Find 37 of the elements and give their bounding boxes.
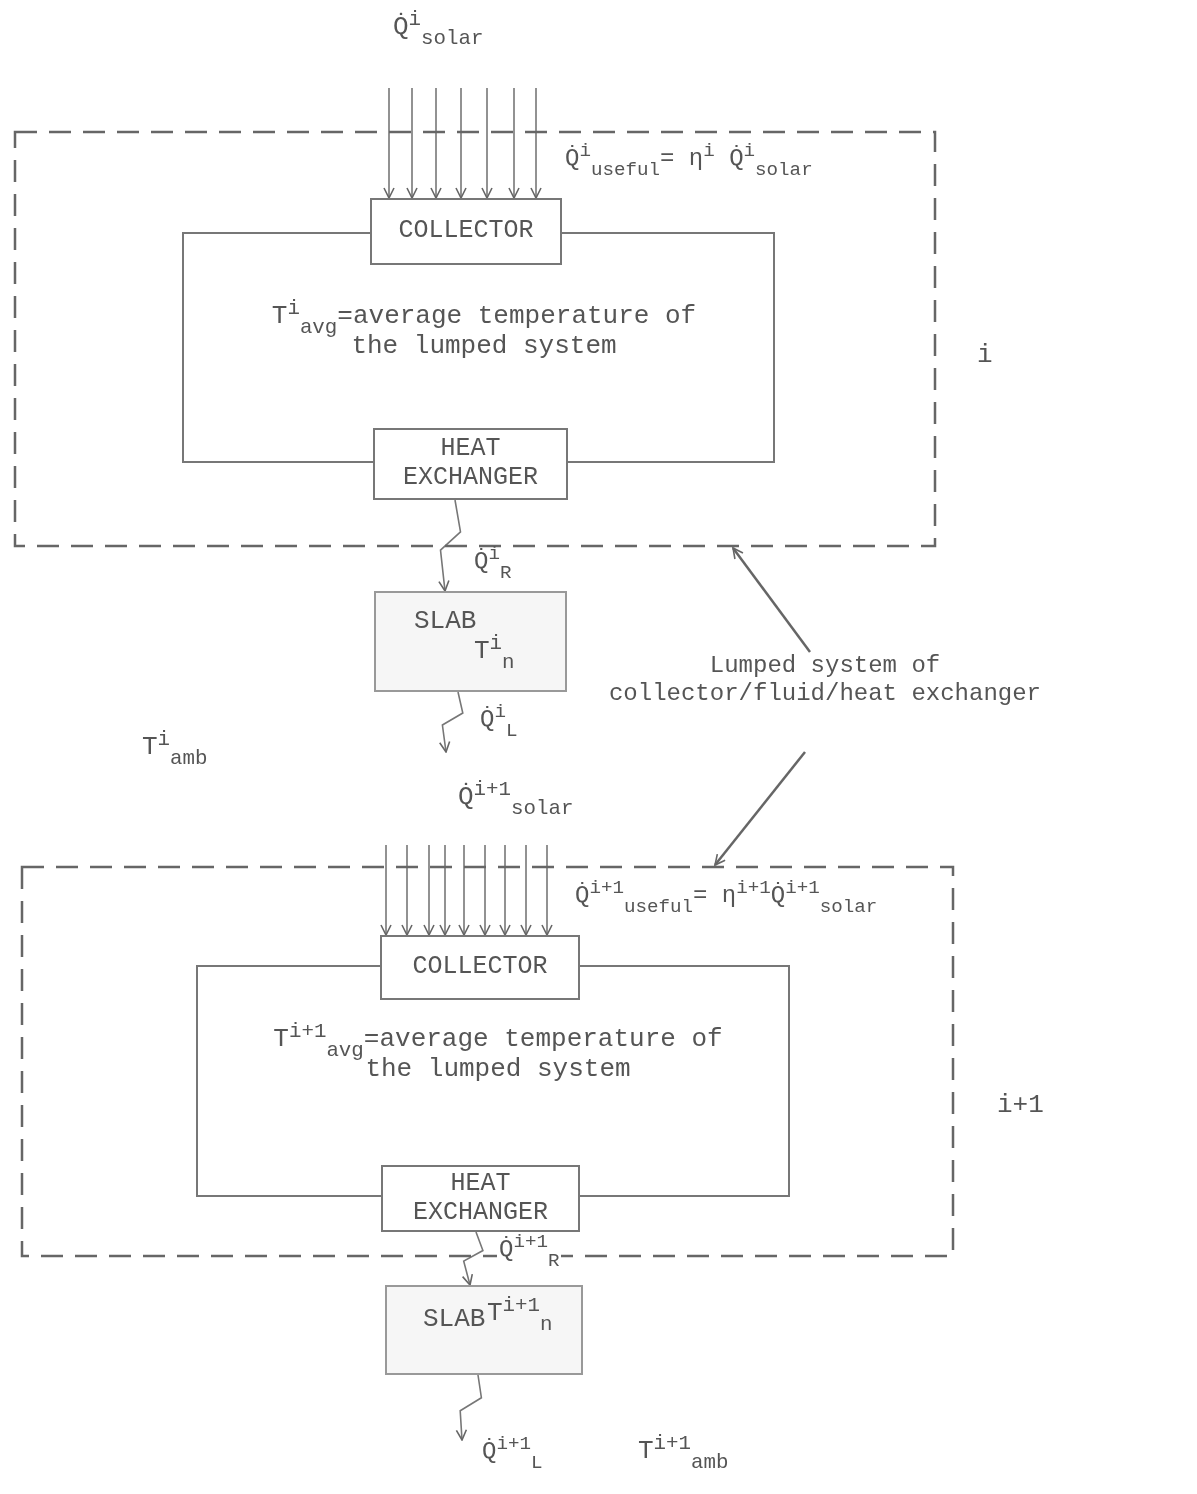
slab-label: SLAB [414, 607, 477, 637]
component-box [370, 198, 562, 265]
component-box [381, 1165, 580, 1232]
heat-flow-arrow [438, 691, 464, 753]
component-label: HEAT EXCHANGER [412, 1169, 549, 1228]
solar-radiation-arrow [479, 844, 491, 936]
solar-radiation-arrow [423, 844, 435, 936]
heat-flow-arrow [455, 1374, 483, 1441]
region-index-label: i [977, 340, 993, 372]
solar-radiation-arrow [499, 844, 511, 936]
solar-radiation-arrow [439, 844, 451, 936]
component-label: HEAT EXCHANGER [402, 435, 539, 493]
solar-radiation-arrow [481, 87, 493, 199]
solar-radiation-arrow [520, 844, 532, 936]
component-box [380, 935, 580, 1000]
solar-radiation-arrow [455, 87, 467, 199]
component-label: COLLECTOR [398, 217, 534, 246]
solar-radiation-arrow [508, 87, 520, 199]
solar-radiation-arrow [430, 87, 442, 199]
slab-box [374, 591, 567, 692]
solar-radiation-arrow [406, 87, 418, 199]
heat-flow-arrow [461, 1231, 484, 1286]
solar-radiation-arrow [380, 844, 392, 936]
component-label: COLLECTOR [412, 953, 548, 982]
solar-radiation-arrow [530, 87, 542, 199]
solar-radiation-arrow [383, 87, 395, 199]
region-index-label: i+1 [997, 1090, 1044, 1122]
leader-arrow [714, 751, 806, 866]
solar-radiation-arrow [458, 844, 470, 936]
leader-arrow [732, 547, 811, 653]
heat-flow-arrow [438, 499, 462, 592]
slab-label: SLAB [423, 1305, 486, 1335]
slab-box [385, 1285, 583, 1375]
component-box [373, 428, 568, 500]
annotation-text: Lumped system of collector/fluid/heat exchanger [607, 652, 1043, 708]
solar-radiation-arrow [401, 844, 413, 936]
solar-radiation-arrow [541, 844, 553, 936]
